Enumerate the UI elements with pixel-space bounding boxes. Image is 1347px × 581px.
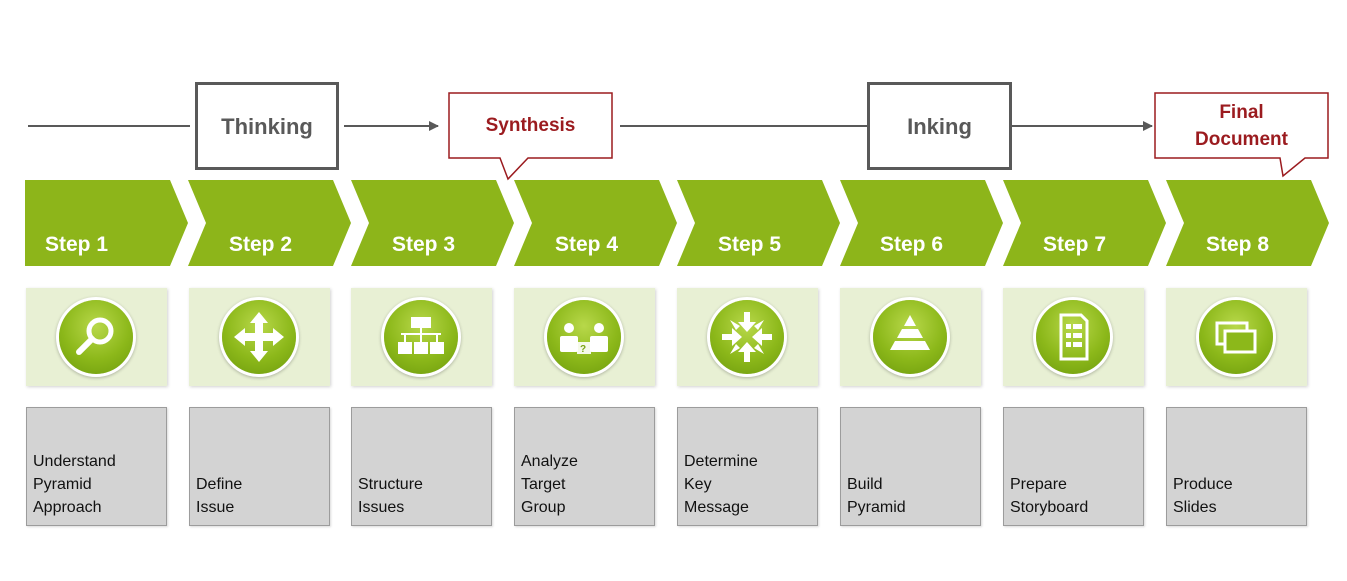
phase-final-document: Final Document <box>1155 93 1328 158</box>
step-2-desc-line2: Issue <box>196 499 235 516</box>
step-8-desc-line2: Slides <box>1173 499 1217 516</box>
phase-synthesis: Synthesis <box>449 93 612 158</box>
step-6-icon-panel <box>840 288 981 386</box>
step-5-desc-line2: Key <box>684 476 712 493</box>
step-5-icon-panel <box>677 288 818 386</box>
slides-icon <box>1199 300 1273 374</box>
step-2-icon-panel <box>189 288 330 386</box>
step-8-label: Step 8 <box>1206 233 1270 256</box>
step-2-desc-line1: Define <box>196 476 243 493</box>
step-5-chevron <box>677 180 840 266</box>
step-7-desc-line2: Storyboard <box>1010 499 1089 516</box>
magnifier-icon <box>59 300 133 374</box>
step-4-description: Analyze Target Group <box>514 407 655 526</box>
step-1-desc-line3: Approach <box>33 499 102 516</box>
step-7-desc-line1: Prepare <box>1010 476 1067 493</box>
hierarchy-icon <box>384 300 458 374</box>
step-1-icon-panel <box>26 288 167 386</box>
step-4-label: Step 4 <box>555 233 619 256</box>
step-5-label: Step 5 <box>718 233 782 256</box>
step-5-desc-line3: Message <box>684 499 749 516</box>
step-6-chevron <box>840 180 1003 266</box>
step-7-chevron <box>1003 180 1166 266</box>
step-2-description: Define Issue <box>189 407 330 526</box>
step-1-desc-line2: Pyramid <box>33 476 92 493</box>
step-4-desc-line1: Analyze <box>521 453 578 470</box>
step-4-chevron <box>514 180 677 266</box>
storyboard-icon <box>1036 300 1110 374</box>
step-3-description: Structure Issues <box>351 407 492 526</box>
step-6-label: Step 6 <box>880 233 944 256</box>
step-4-desc-line3: Group <box>521 499 566 516</box>
step-8-description: Produce Slides <box>1166 407 1307 526</box>
final-document-callout-shape <box>1154 92 1329 178</box>
step-2-chevron <box>188 180 351 266</box>
phase-synthesis-label: Synthesis <box>485 115 576 136</box>
step-6-description: Build Pyramid <box>840 407 981 526</box>
audience-icon: ? <box>547 300 621 374</box>
step-5-description: Determine Key Message <box>677 407 818 526</box>
phase-thinking-label: Thinking <box>221 113 313 139</box>
step-3-desc-line2: Issues <box>358 499 405 516</box>
step-3-label: Step 3 <box>392 233 456 256</box>
step-3-icon-panel <box>351 288 492 386</box>
svg-text:?: ? <box>580 344 586 355</box>
step-8-icon-panel <box>1166 288 1307 386</box>
step-3-desc-line1: Structure <box>358 476 423 493</box>
step-1-chevron <box>25 180 188 266</box>
step-3-chevron <box>351 180 514 266</box>
step-1-desc-line1: Understand <box>33 453 116 470</box>
pyramid-icon <box>873 300 947 374</box>
step-2-label: Step 2 <box>229 233 293 256</box>
step-7-description: Prepare Storyboard <box>1003 407 1144 526</box>
step-1-description: Understand Pyramid Approach <box>26 407 167 526</box>
phase-inking-label: Inking <box>907 113 972 139</box>
step-5-desc-line1: Determine <box>684 453 758 470</box>
step-8-desc-line1: Produce <box>1173 476 1233 493</box>
step-4-desc-line2: Target <box>521 476 566 493</box>
step-6-desc-line1: Build <box>847 476 883 493</box>
phase-final-document-label-line1: Final <box>1219 101 1264 123</box>
phase-thinking: Thinking <box>195 82 339 170</box>
step-8-chevron <box>1166 180 1329 266</box>
step-1-label: Step 1 <box>45 233 109 256</box>
phase-inking: Inking <box>867 82 1012 170</box>
step-7-label: Step 7 <box>1043 233 1107 256</box>
four-way-arrows-icon <box>222 300 296 374</box>
converging-arrows-icon <box>710 300 784 374</box>
step-4-icon-panel: ? <box>514 288 655 386</box>
synthesis-callout-shape <box>448 92 613 181</box>
step-6-desc-line2: Pyramid <box>847 499 906 516</box>
phase-final-document-label-line2: Document <box>1195 128 1288 150</box>
step-7-icon-panel <box>1003 288 1144 386</box>
